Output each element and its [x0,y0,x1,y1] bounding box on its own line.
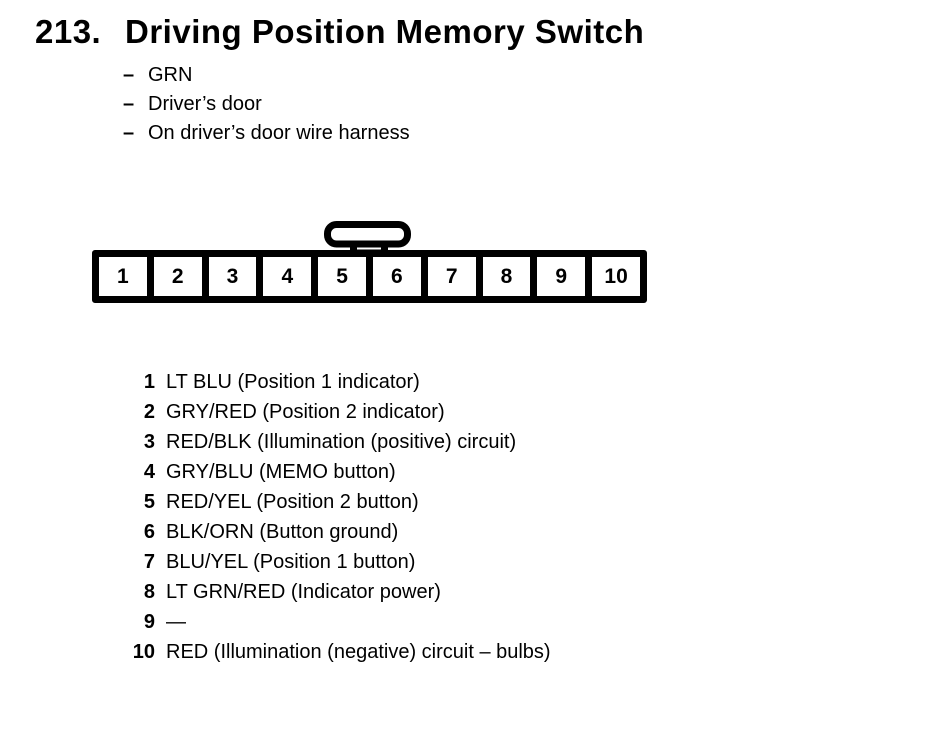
figure-name: Driving Position Memory Switch [125,13,645,50]
figure-title: 213. Driving Position Memory Switch [35,13,644,51]
attribute-row: – GRN [123,61,410,90]
connector-pin-cell: 10 [592,257,640,296]
pin-description: — [166,611,186,633]
pin-list-row: 9 — [0,607,551,637]
pin-description-list: 1 LT BLU (Position 1 indicator) 2 GRY/RE… [0,367,551,667]
connector-key-tab-icon [324,221,411,257]
pin-number: 7 [143,551,155,573]
pin-list-row: 4 GRY/BLU (MEMO button) [0,457,551,487]
pin-number: 5 [143,491,155,513]
pin-description: BLU/YEL (Position 1 button) [166,551,416,573]
pin-number: 6 [143,521,155,543]
connector-pin-cell: 3 [208,257,257,296]
pin-number: 3 [143,431,155,453]
attribute-list: – GRN – Driver’s door – On driver’s door… [123,61,410,148]
attribute-row: – On driver’s door wire harness [123,119,410,148]
pin-description: GRY/BLU (MEMO button) [166,461,396,483]
pin-number: 2 [143,401,155,423]
pin-list-row: 2 GRY/RED (Position 2 indicator) [0,397,551,427]
attribute-text: Driver’s door [148,93,262,115]
pin-description: RED/BLK (Illumination (positive) circuit… [166,431,517,453]
connector-pin-cell: 2 [153,257,202,296]
pin-number: 8 [143,581,155,603]
pin-list-row: 5 RED/YEL (Position 2 button) [0,487,551,517]
connector-pin-cell: 6 [372,257,421,296]
pin-description: LT BLU (Position 1 indicator) [166,371,420,393]
pin-list-row: 6 BLK/ORN (Button ground) [0,517,551,547]
dash-bullet: – [123,122,135,144]
connector-pin-cell: 4 [263,257,312,296]
pin-description: GRY/RED (Position 2 indicator) [166,401,445,423]
attribute-text: On driver’s door wire harness [148,122,410,144]
attribute-text: GRN [148,64,193,86]
attribute-row: – Driver’s door [123,90,410,119]
pin-list-row: 1 LT BLU (Position 1 indicator) [0,367,551,397]
figure-number: 213. [35,13,102,50]
pin-description: RED/YEL (Position 2 button) [166,491,419,513]
pin-list-row: 8 LT GRN/RED (Indicator power) [0,577,551,607]
pin-number: 4 [143,461,155,483]
pin-description: BLK/ORN (Button ground) [166,521,399,543]
pin-list-row: 3 RED/BLK (Illumination (positive) circu… [0,427,551,457]
connector-pin-cell: 8 [482,257,531,296]
dash-bullet: – [123,64,135,86]
pin-description: LT GRN/RED (Indicator power) [166,581,441,603]
pin-description: RED (Illumination (negative) circuit – b… [166,641,551,663]
dash-bullet: – [123,93,135,115]
pin-number: 10 [132,641,155,663]
connector-pin-cell: 7 [427,257,476,296]
connector-pin-cell: 9 [537,257,586,296]
pin-list-row: 10 RED (Illumination (negative) circuit … [0,637,551,667]
pin-list-row: 7 BLU/YEL (Position 1 button) [0,547,551,577]
pin-number: 9 [143,611,155,633]
pin-number: 1 [143,371,155,393]
connector-pin-cell: 1 [99,257,147,296]
connector-pin-cell: 5 [318,257,366,296]
